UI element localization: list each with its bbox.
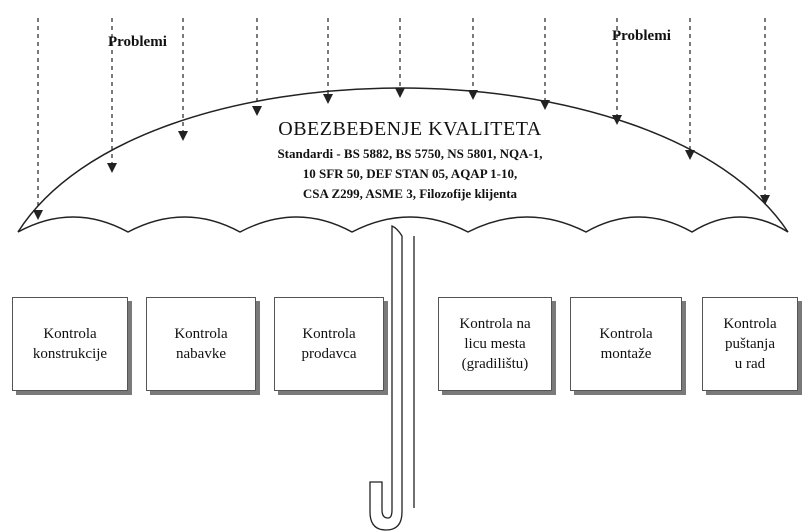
- box-construction-control: Kontrola konstrukcije: [12, 297, 128, 391]
- box-label: Kontrola na licu mesta (gradilištu): [459, 316, 531, 372]
- standards-line-2: 10 SFR 50, DEF STAN 05, AQAP 1-10,: [302, 166, 518, 181]
- quality-assurance-title: OBEZBEĐENJE KVALITETA: [278, 118, 542, 140]
- problem-arrows: [37, 18, 766, 212]
- box-vendor-control: Kontrola prodavca: [274, 297, 384, 391]
- box-label: Kontrola konstrukcije: [32, 326, 108, 362]
- box-commissioning-control: Kontrola puštanja u rad: [702, 297, 798, 391]
- box-label: Kontrola prodavca: [301, 326, 357, 362]
- umbrella-canopy: [17, 87, 789, 233]
- box-procurement-control: Kontrola nabavke: [146, 297, 256, 391]
- box-site-control: Kontrola na licu mesta (gradilištu): [438, 297, 552, 391]
- standards-line-1: Standardi - BS 5882, BS 5750, NS 5801, N…: [277, 146, 543, 161]
- problems-label-right: Problemi: [612, 28, 671, 44]
- standards-line-3: CSA Z299, ASME 3, Filozofije klijenta: [302, 186, 518, 201]
- box-label: Kontrola nabavke: [174, 326, 228, 362]
- arrow-heads: [33, 88, 770, 220]
- box-assembly-control: Kontrola montaže: [570, 297, 682, 391]
- box-label: Kontrola puštanja u rad: [723, 316, 777, 372]
- umbrella-scallops: [17, 216, 789, 233]
- umbrella-handle: [369, 225, 403, 531]
- problems-label-left: Problemi: [108, 34, 167, 50]
- box-label: Kontrola montaže: [599, 326, 653, 362]
